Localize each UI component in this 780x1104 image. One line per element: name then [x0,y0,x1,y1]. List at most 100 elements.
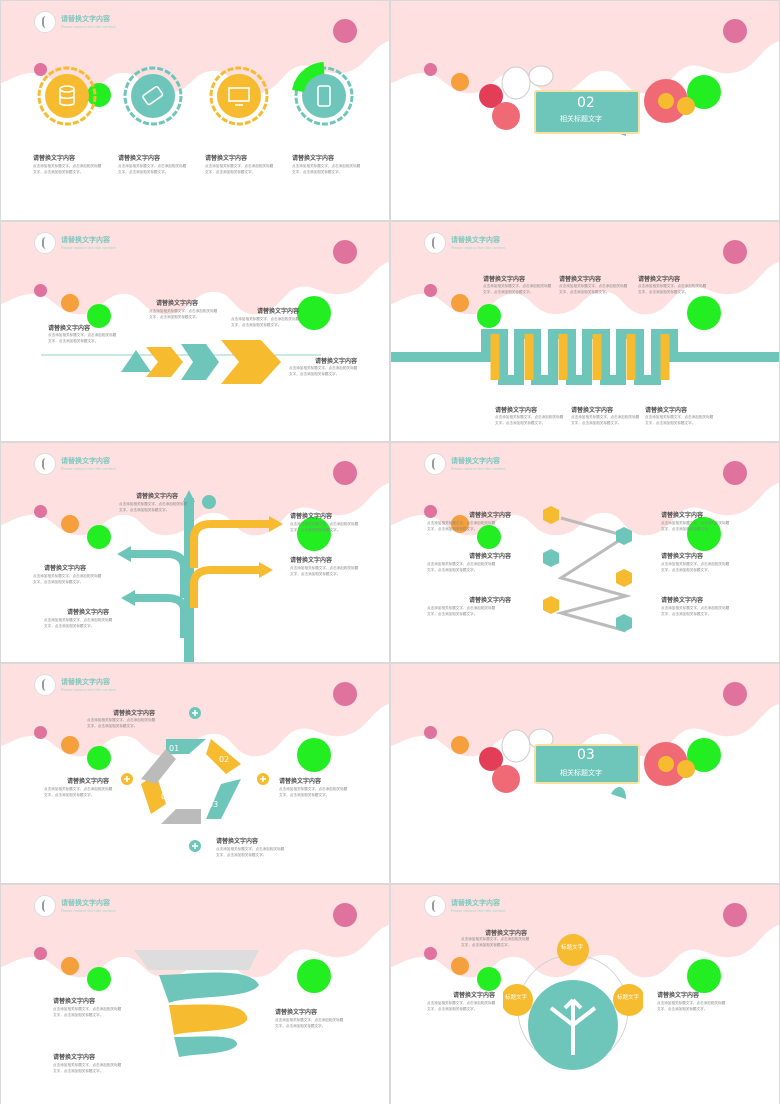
heading-6: 请替换文字内容 [645,407,688,414]
body-2: 点击添加相关标题文字，点击添加相关标题文字，点击添加相关标题文字。 [559,284,628,294]
body-3: 点击添加相关标题文字，点击添加相关标题文字，点击添加相关标题文字。 [427,606,496,616]
green-circle [297,959,331,993]
slide-title: 请替换文字内容 [451,457,500,465]
slide-8[interactable]: 03 相关标题文字 [391,664,779,883]
wave-header [391,1,779,94]
step-04: 04 [161,792,171,801]
pink-circle [723,682,747,706]
body-2: 点击添加相关标题文字，点击添加相关标题文字，点击添加相关标题文字。 [53,1063,122,1073]
green-circle [87,525,111,549]
heading-3: 请替换文字内容 [657,992,700,999]
heading-1: 请替换文字内容 [33,155,76,162]
wave-header [391,885,779,978]
heading-2: 请替换文字内容 [469,553,512,560]
pink-circle [333,19,357,43]
heading-1: 请替换文字内容 [136,493,179,500]
slide-6[interactable]: 请替换文字内容 Please replace the title content… [391,443,779,662]
heading-3: 请替换文字内容 [290,557,333,564]
logo-icon [424,895,446,917]
pink-dot [424,63,437,76]
pink-dot [34,505,47,518]
wave-header [391,664,779,757]
circle-diagram: 标题文字 标题文字 标题文字 标题文字 [503,934,643,1087]
heading-1: 请替换文字内容 [156,300,199,307]
section-label-box [534,90,640,134]
heading-2: 请替换文字内容 [67,778,110,785]
section-label: 相关标题文字 [560,769,602,777]
spiral-ribbon [134,950,259,1057]
cycle-diagram: 01 02 03 04 [121,707,269,852]
body-5: 点击添加相关标题文字，点击添加相关标题文字，点击添加相关标题文字。 [661,562,730,572]
pink-circle [333,903,357,927]
body-3: 点击添加相关标题文字，点击添加相关标题文字，点击添加相关标题文字。 [231,317,300,327]
slide-7[interactable]: 请替换文字内容 Please replace the title content… [1,664,389,883]
heading-2: 请替换文字内容 [453,992,496,999]
slide-10[interactable]: 请替换文字内容 Please replace the title content… [391,885,779,1104]
body-1: 点击添加相关标题文字，点击添加相关标题文字，点击添加相关标题文字。 [427,521,496,531]
slide-4[interactable]: 请替换文字内容 Please replace the title content… [391,222,779,441]
body-4: 点击添加相关标题文字，点击添加相关标题文字，点击添加相关标题文字。 [33,574,102,584]
center-label: 标题文字 [559,1078,586,1087]
body-1: 点击添加相关标题文字，点击添加相关标题文字，点击添加相关标题文字。 [149,309,218,319]
green-circle [477,304,501,328]
slide-subtitle: Please replace the title content [61,467,116,471]
pink-circle [723,19,747,43]
wave-header [1,885,389,978]
slide-2[interactable]: 02 相关标题文字 [391,1,779,220]
slide-title: 请替换文字内容 [61,236,110,244]
heading-3: 请替换文字内容 [257,308,300,315]
arrow-chevrons [41,340,321,384]
body-3: 点击添加相关标题文字，点击添加相关标题文字，点击添加相关标题文字。 [279,787,348,797]
pink-dot [34,63,47,76]
orange-dot [61,957,79,975]
slide-subtitle: Please replace the title content [451,909,506,913]
pink-circle [333,682,357,706]
orange-dot [451,515,469,533]
body-3: 点击添加相关标题文字，点击添加相关标题文字，点击添加相关标题文字。 [657,1001,726,1011]
body-1: 点击添加相关标题文字，点击添加相关标题文字，点击添加相关标题文字。 [53,1007,122,1017]
heading-1: 请替换文字内容 [485,930,528,937]
heading-1: 请替换文字内容 [53,998,96,1005]
heading-3: 请替换文字内容 [275,1009,318,1016]
slide-title: 请替换文字内容 [61,678,110,686]
heading-5: 请替换文字内容 [661,553,704,560]
slide-9[interactable]: 请替换文字内容 Please replace the title content… [1,885,389,1104]
green-circle [687,959,721,993]
body-4: 点击添加相关标题文字，点击添加相关标题文字，点击添加相关标题文字。 [495,415,564,425]
body-3: 点击添加相关标题文字，点击添加相关标题文字，点击添加相关标题文字。 [275,1018,344,1028]
heading-4: 请替换文字内容 [292,155,335,162]
wave-header [1,443,389,536]
green-circle [297,738,331,772]
body-6: 点击添加相关标题文字，点击添加相关标题文字，点击添加相关标题文字。 [645,415,714,425]
top-label: 标题文字 [561,943,584,951]
body-2: 点击添加相关标题文字，点击添加相关标题文字，点击添加相关标题文字。 [427,562,496,572]
pink-circle [333,240,357,264]
logo-icon [424,232,446,254]
pink-circle [723,461,747,485]
green-circle [297,296,331,330]
wave-header [1,1,389,94]
heading-2: 请替换文字内容 [48,325,91,332]
slide-title: 请替换文字内容 [451,899,500,907]
left-label: 标题文字 [505,993,528,1001]
heading-2: 请替换文字内容 [118,155,161,162]
green-circle [687,296,721,330]
section-label: 相关标题文字 [560,115,602,123]
body-3: 点击添加相关标题文字，点击添加相关标题文字，点击添加相关标题文字。 [205,164,274,174]
body-5: 点击添加相关标题文字，点击添加相关标题文字，点击添加相关标题文字。 [571,415,640,425]
pink-dot [34,947,47,960]
step-01: 01 [169,744,179,753]
pink-dot [424,505,437,518]
slide-3[interactable]: 请替换文字内容 Please replace the title content… [1,222,389,441]
heading-5: 请替换文字内容 [571,407,614,414]
heading-2: 请替换文字内容 [290,513,333,520]
orange-dot [61,736,79,754]
slide-1[interactable]: 请替换文字内容 Please replace the title content… [1,1,389,220]
slide-5[interactable]: 请替换文字内容 Please replace the title content… [1,443,389,662]
heading-3: 请替换文字内容 [469,597,512,604]
zigzag-hexagons [543,506,632,633]
body-4: 点击添加相关标题文字，点击添加相关标题文字，点击添加相关标题文字。 [292,164,361,174]
logo-icon [34,11,56,33]
green-circle [477,525,501,549]
